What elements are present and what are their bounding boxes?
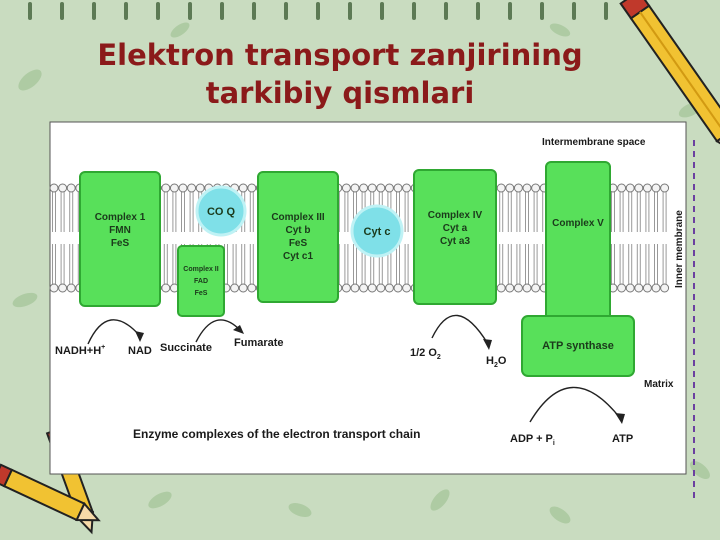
coenzyme-q: CO Q	[195, 185, 247, 237]
complex-4-cyta: Cyt a	[443, 223, 468, 234]
inner-membrane-label: Inner membrane	[674, 210, 685, 288]
complex-3-cytc1: Cyt c1	[283, 251, 313, 262]
complex-3-name: Complex III	[271, 212, 325, 223]
adp-arrow	[529, 386, 621, 423]
complex-5: Complex V ATP synthase	[521, 161, 635, 377]
complex-3: Complex III Cyt b FeS Cyt c1	[257, 171, 339, 303]
cytc-label: Cyt c	[364, 226, 391, 238]
complex-4-cyta3: Cyt a3	[440, 236, 470, 247]
half-o2-label: 1/2 O2	[410, 347, 441, 361]
complex-2-fes: FeS	[195, 290, 208, 297]
complex-2: Complex II FAD FeS	[177, 245, 225, 317]
nadh-arrow	[87, 319, 141, 345]
complex-3-fes: FeS	[289, 238, 308, 249]
title-line-2: tarkibiy qismlari	[205, 76, 475, 110]
adp-pi-label: ADP + Pi	[510, 433, 555, 447]
complex-4-name: Complex IV	[428, 210, 483, 221]
atp-label: ATP	[612, 433, 633, 445]
complex-4: Complex IV Cyt a Cyt a3	[413, 169, 497, 305]
succinate-label: Succinate	[160, 342, 212, 354]
complex-1: Complex 1 FMN FeS	[79, 171, 161, 307]
complex-1-name: Complex 1	[95, 212, 146, 223]
complex-1-fmn: FMN	[109, 225, 131, 236]
nad-label: NAD	[128, 345, 152, 357]
matrix-label: Matrix	[644, 379, 674, 390]
succinate-arrow	[195, 319, 241, 343]
atp-synthase-label: ATP synthase	[542, 340, 614, 352]
intermembrane-space-label: Intermembrane space	[542, 137, 646, 148]
cytochrome-c: Cyt c	[350, 204, 404, 258]
complex-2-fad: FAD	[194, 278, 208, 285]
atp-synthase-head	[521, 315, 635, 377]
title-line-1: Elektron transport zanjirining	[97, 38, 583, 72]
complex-3-cytb: Cyt b	[286, 225, 311, 236]
complex-1-fes: FeS	[111, 238, 130, 249]
coq-label: CO Q	[207, 206, 236, 218]
pencil-icon	[619, 0, 720, 159]
nadh-label: NADH+H+	[55, 344, 105, 357]
complex-2-name: Complex II	[183, 266, 218, 273]
fumarate-label: Fumarate	[234, 337, 284, 349]
slide-title: Elektron transport zanjirining tarkibiy …	[40, 36, 640, 112]
diagram-caption: Enzyme complexes of the electron transpo…	[133, 427, 420, 441]
oxygen-arrow	[431, 314, 489, 345]
water-label: H2O	[486, 355, 507, 369]
complex-5-name: Complex V	[552, 218, 604, 229]
